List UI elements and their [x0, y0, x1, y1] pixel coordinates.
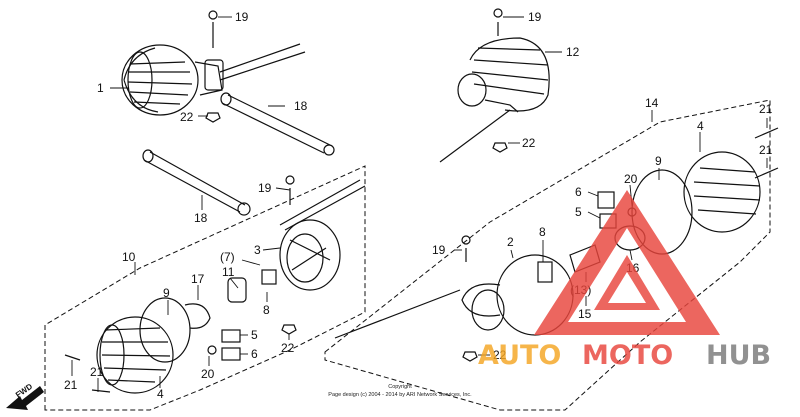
callout-20-left: 20 — [201, 367, 215, 381]
callout-4-right: 4 — [697, 119, 704, 133]
callout-21-right-a: 21 — [759, 102, 773, 116]
shaft-top — [220, 92, 335, 156]
callout-11: 11 — [222, 265, 235, 279]
leader-lines — [71, 16, 768, 392]
callout-22-bottom-left: 22 — [281, 341, 295, 355]
callout-5-left: 5 — [251, 328, 258, 342]
watermark-text-auto: AUTO — [478, 340, 561, 371]
callout-2: 2 — [507, 235, 514, 249]
callout-10: 10 — [122, 250, 136, 264]
callout-6-left: 6 — [251, 347, 258, 361]
top-right-lamp — [439, 8, 550, 163]
callout-18-middle: 18 — [194, 211, 208, 225]
callout-3: 3 — [254, 243, 261, 257]
shaft-middle — [142, 149, 251, 216]
callout-20-right: 20 — [624, 172, 638, 186]
watermark-text-moto: MOTO — [582, 340, 673, 371]
callout-14: 14 — [645, 96, 659, 110]
callout-5-right: 5 — [575, 205, 582, 219]
callout-19-middle: 19 — [258, 181, 272, 195]
callout-21-right-b: 21 — [759, 143, 773, 157]
group-outline-right — [324, 99, 771, 411]
top-left-lamp — [121, 10, 306, 123]
watermark-inner-triangle-icon — [594, 255, 660, 310]
callout-19-top-right: 19 — [528, 10, 542, 24]
watermark-triangle-icon — [534, 190, 720, 335]
callout-18-top: 18 — [294, 99, 308, 113]
callout-numbers: 19 1 22 18 19 12 22 14 19 18 10 3 (7) 11… — [64, 10, 773, 401]
callout-1: 1 — [97, 81, 104, 95]
callout-22-top-left: 22 — [180, 110, 194, 124]
callout-8-left: 8 — [263, 303, 270, 317]
watermark-text-hub: HUB — [706, 340, 771, 371]
callout-4-left: 4 — [157, 387, 164, 401]
callout-21-left-a: 21 — [64, 378, 78, 392]
callout-22-bottom-right: 22 — [493, 348, 507, 362]
copyright-notice: Copyright Page design (c) 2004 - 2014 by… — [328, 384, 472, 398]
callout-7: (7) — [220, 250, 235, 264]
callout-19-bottom-right: 19 — [432, 243, 446, 257]
callout-12: 12 — [566, 45, 580, 59]
callout-22-top-right: 22 — [522, 136, 536, 150]
callout-9-right: 9 — [655, 154, 662, 168]
watermark-logo: AUTO MOTO HUB — [478, 190, 771, 371]
callout-8-right: 8 — [539, 225, 546, 239]
callout-21-left-b: 21 — [90, 365, 104, 379]
group-outline-left — [44, 165, 366, 411]
copyright-line-2: Page design (c) 2004 - 2014 by ARI Netwo… — [328, 392, 472, 398]
copyright-line-1: Copyright — [388, 384, 412, 390]
fwd-arrow: FWD — [6, 382, 44, 410]
callout-15: 15 — [578, 307, 592, 321]
callout-6-right: 6 — [575, 185, 582, 199]
bottom-left-assembly — [64, 175, 366, 394]
callout-9-left: 9 — [163, 286, 170, 300]
callout-19-top-left: 19 — [235, 10, 249, 24]
callout-17: 17 — [191, 272, 205, 286]
